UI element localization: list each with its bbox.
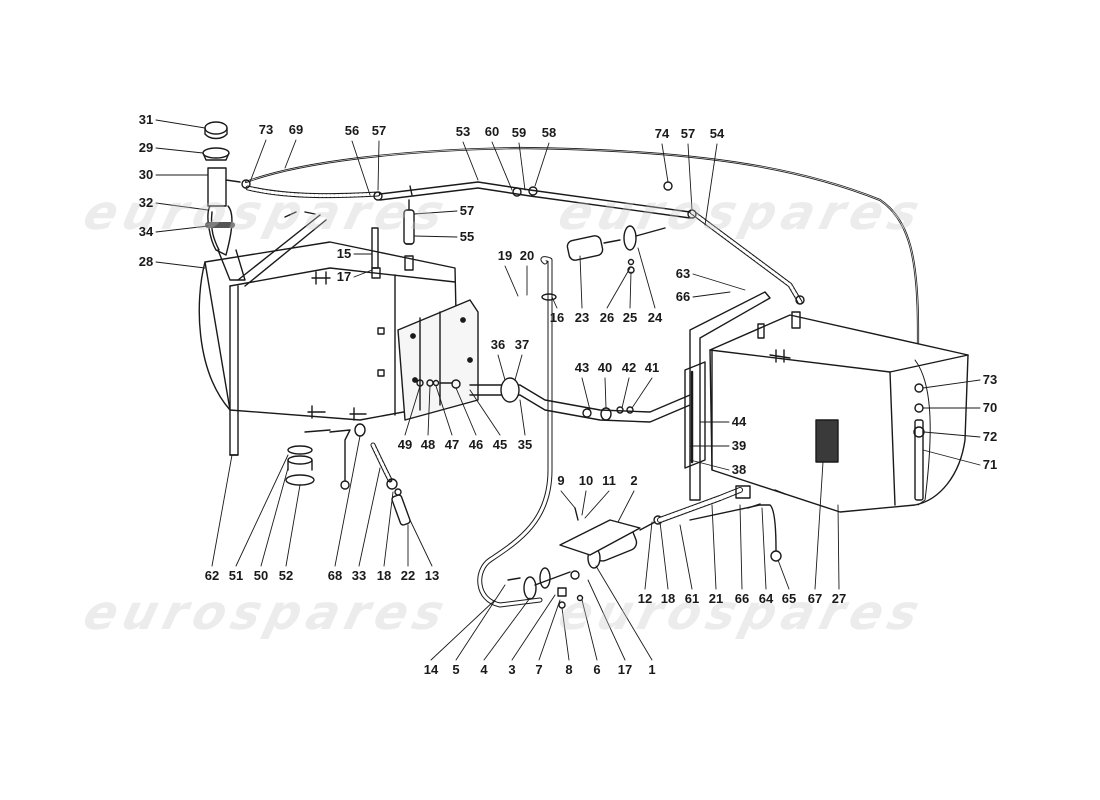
part-label-14[interactable]: 14: [423, 662, 439, 677]
part-label-9[interactable]: 9: [557, 473, 565, 488]
part-label-57a[interactable]: 57: [371, 123, 387, 138]
part-label-53[interactable]: 53: [455, 124, 471, 139]
right-lower-fuel-lines: [657, 485, 786, 562]
part-label-49[interactable]: 49: [397, 437, 413, 452]
part-label-40[interactable]: 40: [597, 360, 613, 375]
part-label-3[interactable]: 3: [508, 662, 516, 677]
leader-lines: [155, 119, 981, 661]
part-label-50[interactable]: 50: [253, 568, 269, 583]
part-label-25[interactable]: 25: [622, 310, 638, 325]
part-label-20[interactable]: 20: [519, 248, 535, 263]
part-label-63[interactable]: 63: [675, 266, 691, 281]
part-label-66a[interactable]: 66: [675, 289, 691, 304]
part-label-71[interactable]: 71: [982, 457, 998, 472]
part-label-24[interactable]: 24: [647, 310, 663, 325]
part-label-27[interactable]: 27: [831, 591, 847, 606]
part-label-10[interactable]: 10: [578, 473, 594, 488]
part-label-64[interactable]: 64: [758, 591, 774, 606]
part-label-39[interactable]: 39: [731, 438, 747, 453]
part-label-48[interactable]: 48: [420, 437, 436, 452]
left-fuel-tank: [198, 241, 479, 456]
part-label-7[interactable]: 7: [535, 662, 543, 677]
part-label-55[interactable]: 55: [459, 229, 475, 244]
fuel-pump-upper: [566, 225, 666, 274]
part-label-32[interactable]: 32: [138, 195, 154, 210]
part-label-18a[interactable]: 18: [376, 568, 392, 583]
part-label-62[interactable]: 62: [204, 568, 220, 583]
part-label-47[interactable]: 47: [444, 437, 460, 452]
center-fuel-lines: [416, 225, 691, 609]
part-label-17a[interactable]: 17: [336, 269, 352, 284]
part-label-68[interactable]: 68: [327, 568, 343, 583]
part-label-15[interactable]: 15: [336, 246, 352, 261]
part-label-52[interactable]: 52: [278, 568, 294, 583]
part-label-44[interactable]: 44: [731, 414, 747, 429]
part-label-13[interactable]: 13: [424, 568, 440, 583]
part-label-33[interactable]: 33: [351, 568, 367, 583]
part-label-35[interactable]: 35: [517, 437, 533, 452]
part-label-66b[interactable]: 66: [734, 591, 750, 606]
part-label-74[interactable]: 74: [654, 126, 670, 141]
vent-hoses: [241, 146, 920, 377]
part-label-17b[interactable]: 17: [617, 662, 633, 677]
part-label-69[interactable]: 69: [288, 122, 304, 137]
part-label-61[interactable]: 61: [684, 591, 700, 606]
part-label-12[interactable]: 12: [637, 591, 653, 606]
part-label-42[interactable]: 42: [621, 360, 637, 375]
part-label-8[interactable]: 8: [565, 662, 573, 677]
part-label-45[interactable]: 45: [492, 437, 508, 452]
part-label-57c[interactable]: 57: [680, 126, 696, 141]
part-label-73a[interactable]: 73: [258, 122, 274, 137]
part-label-34[interactable]: 34: [138, 224, 154, 239]
part-label-28[interactable]: 28: [138, 254, 154, 269]
part-label-51[interactable]: 51: [228, 568, 244, 583]
part-label-18b[interactable]: 18: [660, 591, 676, 606]
part-label-21[interactable]: 21: [708, 591, 724, 606]
part-label-43[interactable]: 43: [574, 360, 590, 375]
part-label-29[interactable]: 29: [138, 140, 154, 155]
right-fuel-tank: [684, 291, 969, 513]
part-label-58[interactable]: 58: [541, 125, 557, 140]
part-label-31[interactable]: 31: [138, 112, 154, 127]
part-label-67[interactable]: 67: [807, 591, 823, 606]
part-label-37[interactable]: 37: [514, 337, 530, 352]
part-label-38[interactable]: 38: [731, 462, 747, 477]
part-label-54[interactable]: 54: [709, 126, 725, 141]
part-label-4[interactable]: 4: [480, 662, 488, 677]
part-label-30[interactable]: 30: [138, 167, 154, 182]
part-label-2[interactable]: 2: [630, 473, 638, 488]
part-label-22[interactable]: 22: [400, 568, 416, 583]
left-lower-fittings: [285, 423, 411, 526]
part-label-6[interactable]: 6: [593, 662, 601, 677]
tank-strap: [237, 214, 327, 287]
part-label-73b[interactable]: 73: [982, 372, 998, 387]
part-label-5[interactable]: 5: [452, 662, 460, 677]
part-label-56[interactable]: 56: [344, 123, 360, 138]
part-label-46[interactable]: 46: [468, 437, 484, 452]
part-label-11[interactable]: 11: [602, 473, 616, 488]
part-label-26[interactable]: 26: [599, 310, 615, 325]
part-label-72[interactable]: 72: [982, 429, 998, 444]
part-label-23[interactable]: 23: [574, 310, 590, 325]
part-label-65[interactable]: 65: [781, 591, 797, 606]
part-label-19[interactable]: 19: [497, 248, 513, 263]
part-label-41[interactable]: 41: [644, 360, 660, 375]
vent-valve: [371, 199, 415, 279]
part-label-70[interactable]: 70: [982, 400, 998, 415]
part-label-36[interactable]: 36: [490, 337, 506, 352]
part-label-59[interactable]: 59: [511, 125, 527, 140]
part-label-60[interactable]: 60: [484, 124, 500, 139]
part-label-1[interactable]: 1: [648, 662, 656, 677]
part-label-57b[interactable]: 57: [459, 203, 475, 218]
part-label-16[interactable]: 16: [549, 310, 565, 325]
